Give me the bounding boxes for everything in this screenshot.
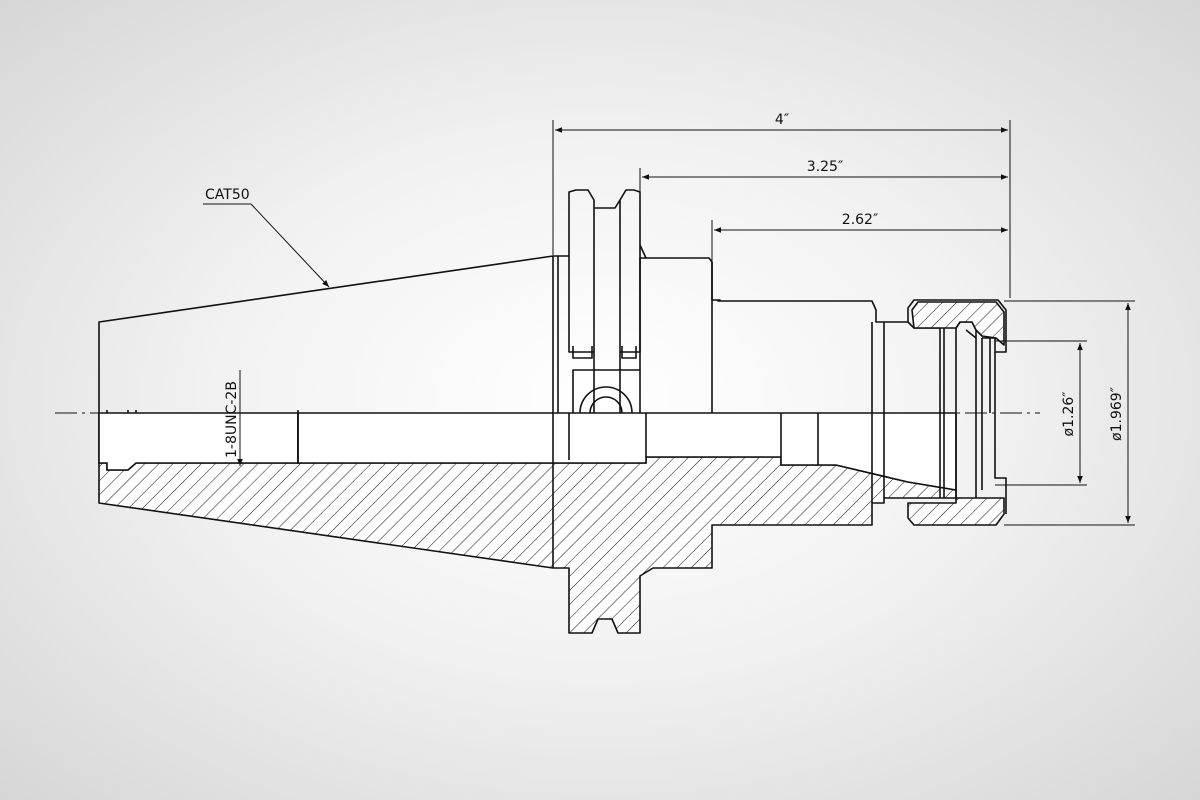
nut-section-upper <box>911 301 1005 346</box>
label-thread: 1-8UNC-2B <box>224 381 240 458</box>
dim-inner-diameter: ø1.26″ <box>1061 392 1077 437</box>
collet-lines <box>939 413 945 498</box>
nut-lower-lines <box>955 413 1007 514</box>
neck-lower-lines <box>871 413 885 503</box>
nut-section-lower <box>907 497 1005 526</box>
dim-overall-length: 4″ <box>775 112 789 128</box>
dim-outer-diameter: ø1.969″ <box>1109 387 1125 441</box>
flange-lower-lines <box>552 413 570 568</box>
label-taper: CAT50 <box>205 187 250 203</box>
thread-bore-void <box>98 412 299 471</box>
dim-gauge-to-face: 3.25″ <box>807 159 843 175</box>
relief-lines <box>780 413 819 465</box>
dim-body-length: 2.62″ <box>842 212 878 228</box>
dimension-lines <box>203 120 1135 526</box>
